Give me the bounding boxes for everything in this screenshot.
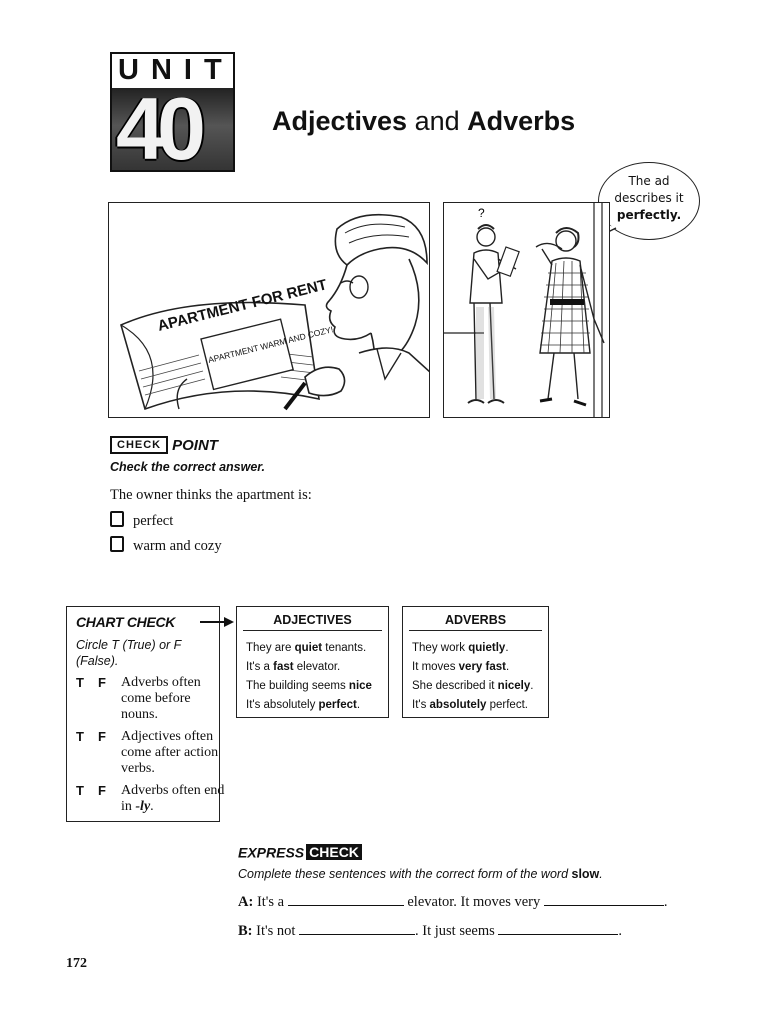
true-choice[interactable]: T [76,783,84,798]
adverbs-table: ADVERBS They work quietly. It moves very… [402,606,549,718]
express-instruction: Complete these sentences with the correc… [238,867,603,881]
cartoon-couple-panel: ? [443,202,610,418]
example-row: She described it nicely. [412,680,534,692]
true-choice[interactable]: T [76,729,84,744]
title-adjectives: Adjectives [272,106,408,136]
arrow-right-icon [200,617,234,627]
speech-bubble: The ad describes it perfectly. [598,162,700,240]
false-choice[interactable]: F [98,783,106,798]
bubble-line-3: perfectly. [616,208,682,222]
man-reading-newspaper-illustration: APARTMENT FOR RENT APARTMENT WARM AND CO… [120,213,429,417]
bubble-line-1: The ad [628,174,670,188]
example-row: It's absolutely perfect. [246,699,361,711]
bubble-line-2: describes it [614,191,684,205]
example-row: It's a fast elevator. [246,661,341,673]
unit-badge-background [112,88,233,170]
statement-text: Adverbs often end in -ly. [121,783,225,815]
answer-blank[interactable] [287,893,404,906]
checkpoint-instruction: Check the correct answer. [110,460,265,474]
chart-check-instruction: Circle T (True) or F (False). [76,638,182,668]
unit-label: UNIT [118,54,234,86]
title-adverbs: Adverbs [467,106,576,136]
true-choice[interactable]: T [76,675,84,690]
cartoon-reader-panel: APARTMENT FOR RENT APARTMENT WARM AND CO… [108,202,430,418]
adjectives-table: ADJECTIVES They are quiet tenants. It's … [236,606,389,718]
checkpoint-option[interactable]: warm and cozy [110,536,222,555]
checkbox-icon[interactable] [110,536,124,552]
page-title: Adjectives and Adverbs [272,106,575,137]
svg-text:?: ? [478,206,485,220]
option-label: perfect [133,513,174,529]
express-title: EXPRESS [238,844,305,861]
page-number: 172 [66,956,87,971]
adverbs-header: ADVERBS [409,607,542,631]
answer-blank[interactable] [299,922,416,935]
chart-check-box: CHART CHECK Circle T (True) or F (False)… [66,606,224,822]
example-row: They work quietly. [412,642,509,654]
checkpoint-badge: CHECK [110,436,169,455]
checkbox-icon[interactable] [110,511,124,527]
sentence-b: B: It's not . It just seems . [238,922,623,939]
couple-reading-ad-illustration: ? [444,203,605,417]
suffix-ly: -ly [135,799,151,814]
checkpoint-title: POINT [172,436,218,454]
statement-text: Adverbs often come before nouns. [121,675,201,722]
chart-check-title: CHART CHECK [76,614,176,630]
unit-badge: UNIT 40 [110,52,235,172]
false-choice[interactable]: F [98,675,106,690]
statement-text: Adjectives often come after action verbs… [121,729,219,776]
speaker-a: A: [238,894,254,910]
example-row: It's absolutely perfect. [412,699,528,711]
false-choice[interactable]: F [98,729,106,744]
title-conjunction: and [407,106,468,136]
answer-blank[interactable] [543,893,664,906]
express-badge: CHECK [306,844,362,861]
unit-number: 40 [116,79,206,172]
option-label: warm and cozy [133,538,222,554]
checkpoint-option[interactable]: perfect [110,511,173,530]
answer-blank[interactable] [498,922,619,935]
statement-prefix: Adverbs often end in [121,783,225,814]
example-row: They are quiet tenants. [246,642,367,654]
adjectives-header: ADJECTIVES [243,607,382,631]
speaker-b: B: [238,923,253,939]
example-row: The building seems nice [246,680,372,692]
statement-end: . [150,799,154,814]
example-row: It moves very fast. [412,661,510,673]
sentence-a: A: It's a elevator. It moves very . [238,893,668,910]
checkpoint-question: The owner thinks the apartment is: [110,487,312,503]
target-word: slow [571,867,600,881]
